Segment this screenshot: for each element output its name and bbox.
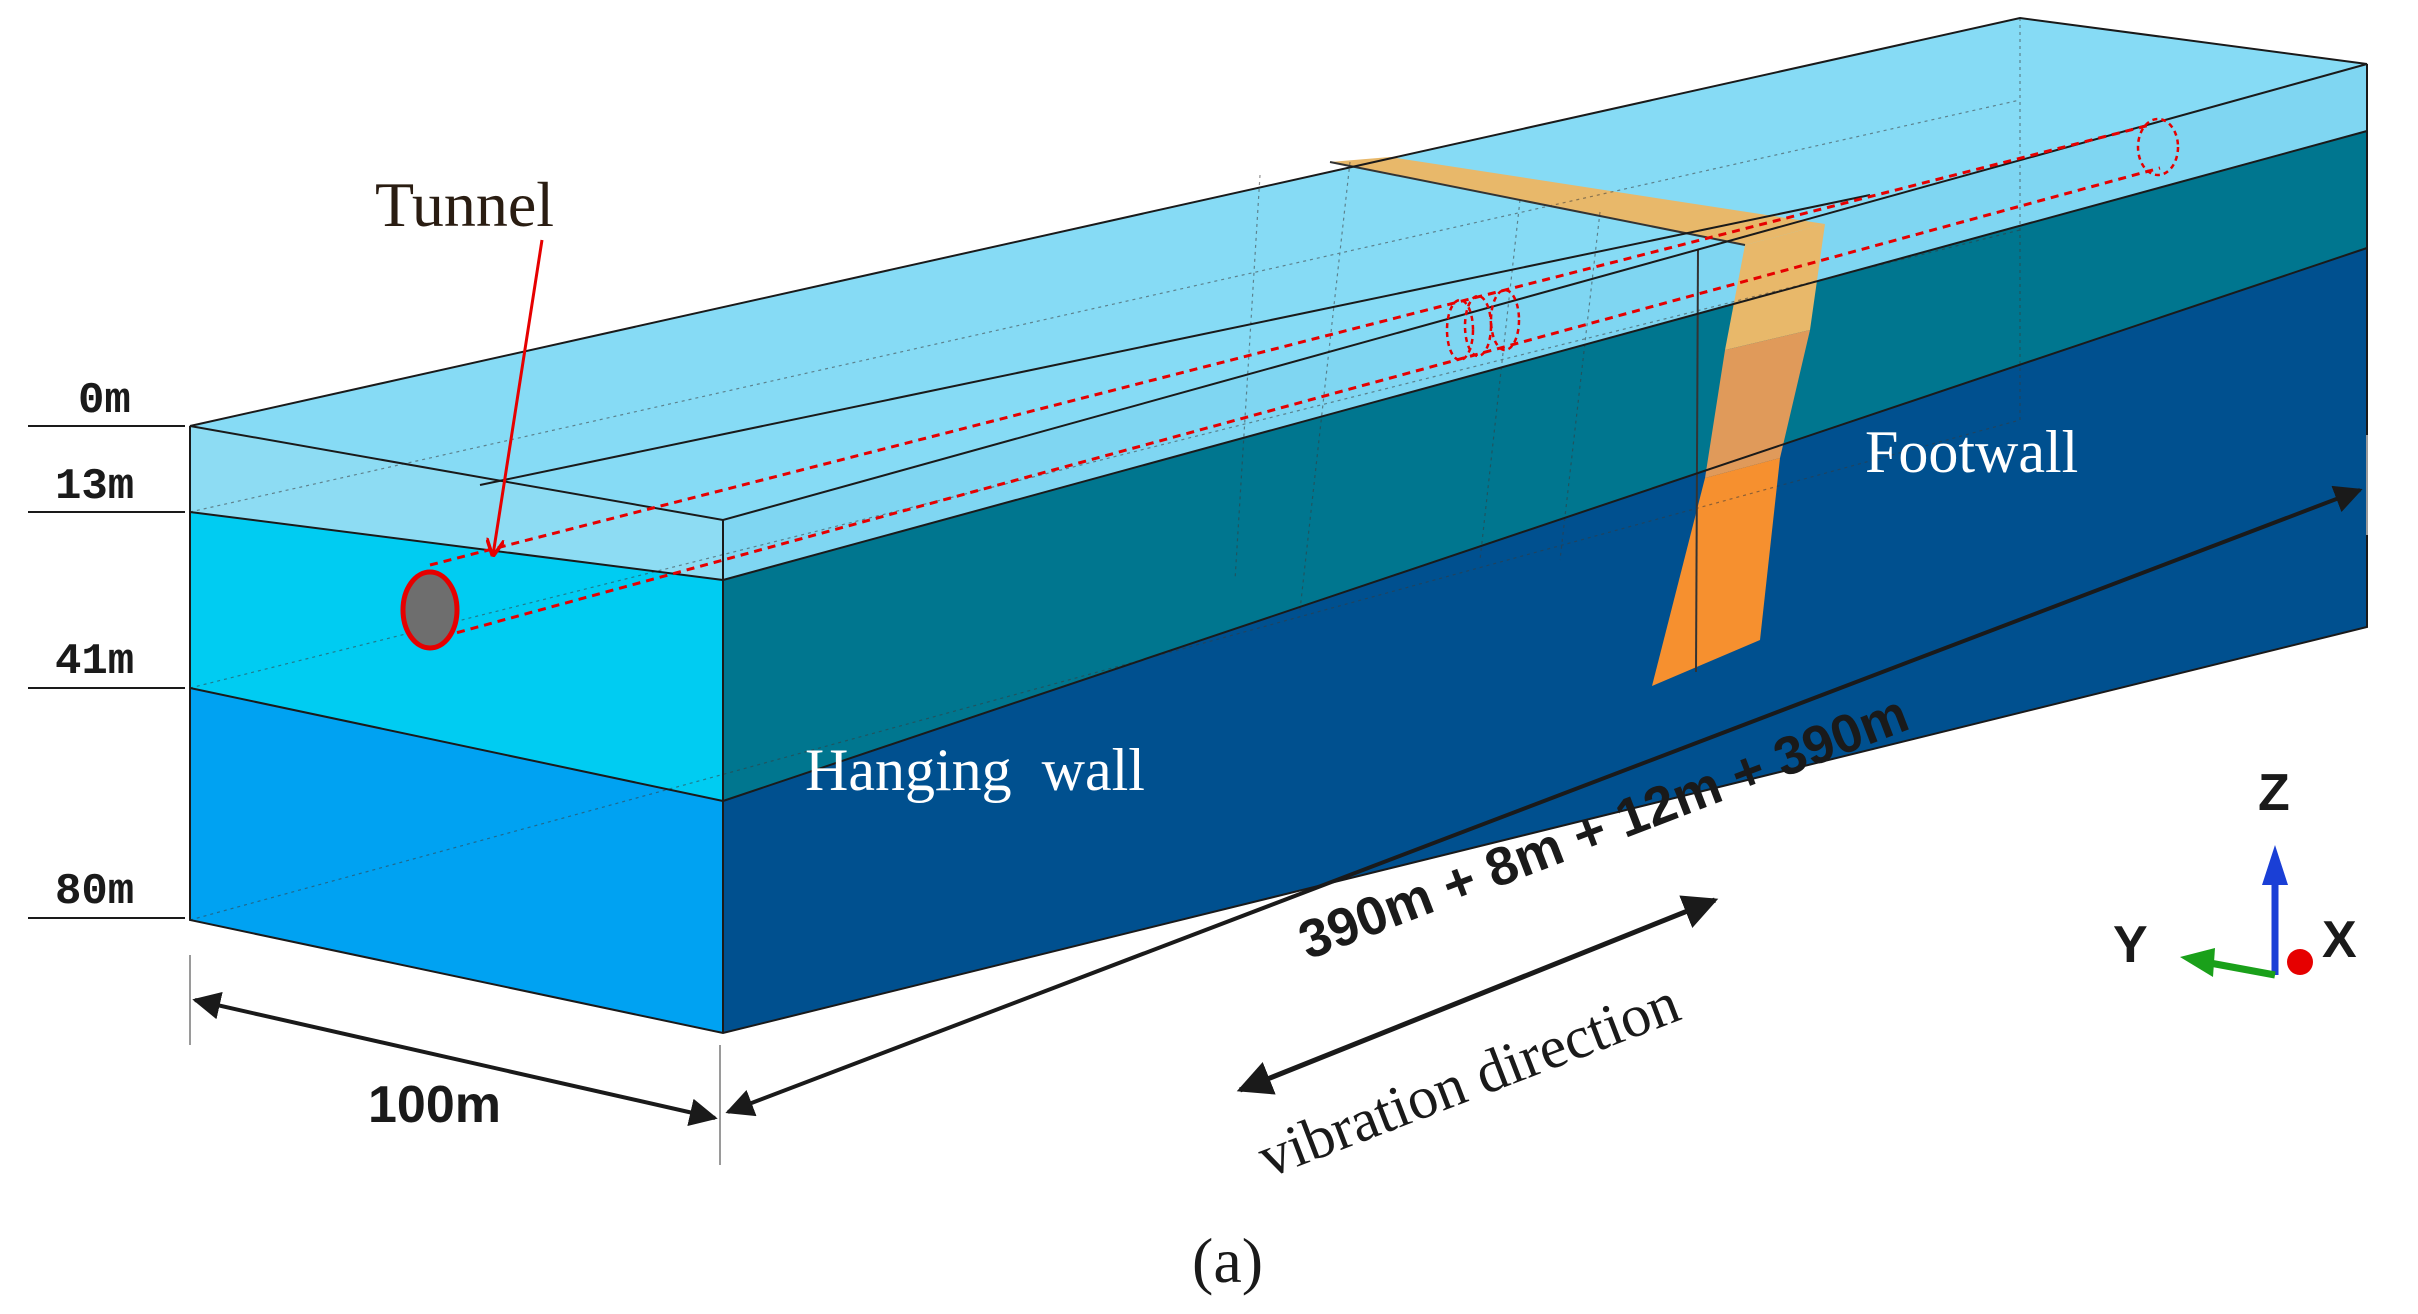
- depth-label-0: 0m: [78, 376, 131, 426]
- depth-label-80: 80m: [55, 867, 134, 917]
- tunnel-ring-end: [2136, 117, 2180, 177]
- axis-y-label: Y: [2113, 916, 2148, 974]
- footwall-label: Footwall: [1865, 419, 2078, 485]
- fault-side-mid: [1705, 330, 1810, 478]
- tunnel-ring-fault-3: [1489, 288, 1521, 352]
- front-face: [190, 426, 723, 1033]
- width-dimension: 100m: [189, 955, 721, 1165]
- axis-triad: Z Y X: [2113, 764, 2357, 979]
- hanging-wall-label: Hanging wall: [805, 737, 1145, 803]
- axis-z-label: Z: [2258, 764, 2290, 822]
- front-layer-bottom: [190, 688, 723, 1033]
- depth-label-41: 41m: [55, 637, 134, 687]
- tunnel-ring-fault-1: [1445, 298, 1475, 362]
- z-arrow-head: [2262, 845, 2288, 885]
- depth-scale: 0m 13m 41m 80m: [28, 376, 185, 919]
- top-face: [190, 18, 2367, 520]
- tunnel-pointer: [493, 239, 544, 555]
- axis-x-label: X: [2322, 911, 2357, 969]
- width-label: 100m: [368, 1076, 501, 1134]
- y-arrow-head: [2180, 948, 2215, 977]
- tunnel: [400, 117, 2180, 651]
- depth-label-13: 13m: [55, 462, 134, 512]
- x-axis-dot: [2287, 949, 2313, 975]
- vibration-label: vibration direction: [1249, 969, 1688, 1190]
- fault-side-top: [1725, 224, 1825, 350]
- front-layer-mid: [190, 512, 723, 801]
- tunnel-label: Tunnel: [375, 169, 554, 240]
- fault-top-strip: [1330, 157, 1825, 245]
- figure-caption: (a): [1192, 1225, 1263, 1296]
- side-layer-top: [723, 64, 2367, 580]
- front-layer-top: [190, 426, 723, 580]
- tunnel-portal: [400, 569, 460, 651]
